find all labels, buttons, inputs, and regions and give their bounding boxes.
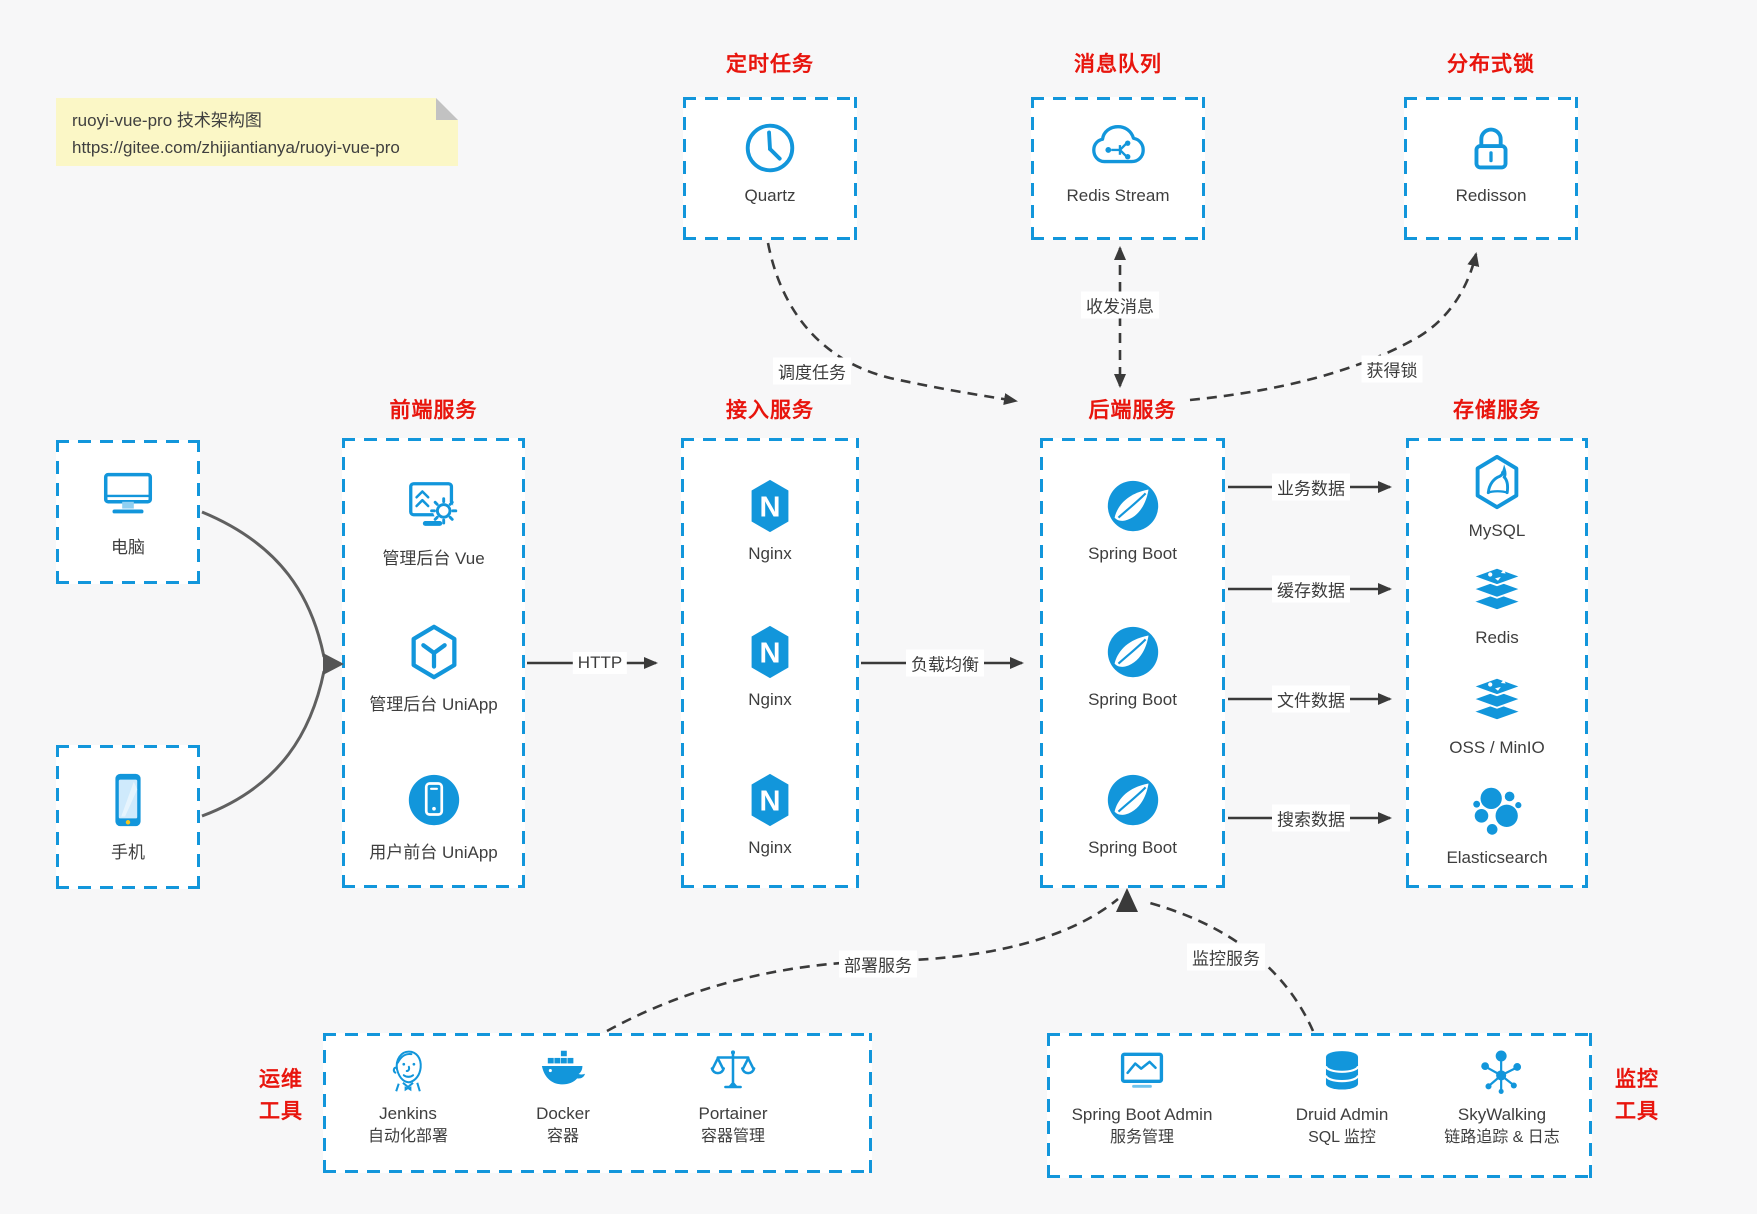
edge-label-search-data: 搜索数据 (1272, 804, 1350, 832)
box-backend-services: Spring Boot Spring Boot Spring Boot (1040, 438, 1225, 888)
quartz-label: Quartz (744, 186, 796, 205)
spring-boot-admin-sublabel: 服务管理 (1109, 1128, 1174, 1146)
edge-label-cache-data: 缓存数据 (1272, 575, 1350, 603)
spring-boot-icon (1102, 621, 1164, 683)
box-redis-stream: Redis Stream (1031, 97, 1205, 240)
spring-boot-admin-label: Spring Boot Admin (1071, 1105, 1213, 1124)
nginx-label-1: Nginx (748, 544, 792, 563)
edge-label-monitor: 监控服务 (1187, 943, 1265, 971)
backend-bottom-arrowhead (1116, 888, 1138, 912)
docker-whale-icon (536, 1044, 590, 1098)
nginx-icon (739, 769, 801, 831)
ops-tools-side-label: 运维 工具 (259, 1068, 303, 1123)
elasticsearch-icon (1466, 779, 1528, 841)
uniapp-cube-icon (403, 621, 465, 683)
nginx-icon (739, 475, 801, 537)
cloud-stream-icon (1087, 117, 1149, 179)
edge-label-schedule: 调度任务 (773, 357, 851, 385)
redis-stack-icon (1466, 669, 1528, 731)
clock-icon (739, 117, 801, 179)
sticky-note: ruoyi-vue-pro 技术架构图 https://gitee.com/zh… (56, 98, 458, 166)
edge-label-business-data: 业务数据 (1272, 473, 1350, 501)
smartphone-icon (97, 769, 159, 831)
edge-mobile-to-frontend (201, 670, 326, 818)
note-url: https://gitee.com/zhijiantianya/ruoyi-vu… (72, 138, 400, 158)
docker-label: Docker (536, 1104, 590, 1123)
spring-boot-icon (1102, 769, 1164, 831)
box-desktop-client: 电脑 (56, 440, 200, 584)
monitor-chart-icon (1115, 1045, 1169, 1099)
spring-boot-icon (1102, 475, 1164, 537)
skywalking-sublabel: 链路追踪 & 日志 (1444, 1128, 1560, 1146)
spring-boot-label-2: Spring Boot (1088, 690, 1177, 709)
nginx-label-3: Nginx (748, 838, 792, 857)
box-quartz: Quartz (683, 97, 857, 240)
docker-sublabel: 容器 (546, 1127, 579, 1145)
box-storage-services: MySQL Redis OSS / MinIO Elasticsearch (1406, 438, 1588, 888)
edge-label-http: HTTP (572, 652, 628, 674)
edge-label-deploy: 部署服务 (839, 950, 917, 978)
redis-label: Redis (1475, 628, 1519, 647)
spring-boot-label-1: Spring Boot (1088, 544, 1177, 563)
user-app-icon (403, 769, 465, 831)
jenkins-icon (381, 1044, 435, 1098)
druid-admin-sublabel: SQL 监控 (1308, 1128, 1376, 1146)
redis-stream-label: Redis Stream (1066, 186, 1170, 205)
oss-minio-label: OSS / MinIO (1449, 738, 1545, 757)
edge-label-file-data: 文件数据 (1272, 685, 1350, 713)
group-title-storage: 存储服务 (1453, 399, 1541, 422)
nginx-icon (739, 621, 801, 683)
redis-stack-icon (1466, 559, 1528, 621)
desktop-label: 电脑 (111, 538, 145, 557)
admin-vue-label: 管理后台 Vue (382, 549, 485, 568)
monitor-tools-side-label: 监控 工具 (1615, 1068, 1659, 1123)
note-title: ruoyi-vue-pro 技术架构图 (72, 111, 262, 130)
group-title-backend: 后端服务 (1088, 399, 1177, 422)
group-title-scheduled-jobs: 定时任务 (726, 53, 814, 76)
admin-uniapp-label: 管理后台 UniApp (369, 695, 498, 714)
group-title-message-queue: 消息队列 (1074, 53, 1162, 76)
box-redisson: Redisson (1404, 97, 1578, 240)
mysql-label: MySQL (1468, 521, 1526, 540)
edge-acquire-lock (1189, 252, 1480, 402)
elasticsearch-label: Elasticsearch (1446, 848, 1548, 867)
admin-vue-icon (403, 475, 465, 537)
nginx-label-2: Nginx (748, 690, 792, 709)
topology-icon (1475, 1045, 1529, 1099)
edge-desktop-to-frontend (201, 510, 326, 658)
box-frontend-services: 管理后台 Vue 管理后台 UniApp 用户前台 UniApp (342, 438, 525, 888)
lock-icon (1460, 117, 1522, 179)
box-ops-tools: Jenkins 自动化部署 Docker 容器 Portainer 容器管理 (323, 1033, 872, 1173)
user-uniapp-label: 用户前台 UniApp (369, 843, 498, 862)
skywalking-label: SkyWalking (1457, 1105, 1547, 1124)
box-mobile-client: 手机 (56, 745, 200, 889)
box-monitor-tools: Spring Boot Admin 服务管理 Druid Admin SQL 监… (1047, 1033, 1592, 1178)
edge-label-load-balance: 负载均衡 (906, 649, 984, 677)
spring-boot-label-3: Spring Boot (1088, 838, 1177, 857)
edge-label-messages: 收发消息 (1081, 291, 1159, 319)
jenkins-sublabel: 自动化部署 (367, 1127, 448, 1145)
group-title-distributed-lock: 分布式锁 (1447, 53, 1535, 76)
redisson-label: Redisson (1455, 186, 1527, 205)
edge-label-acquire-lock: 获得锁 (1361, 355, 1423, 383)
group-title-gateway: 接入服务 (726, 399, 814, 422)
scales-icon (706, 1044, 760, 1098)
clients-merge-arrowhead (323, 653, 344, 675)
mysql-icon (1466, 452, 1528, 514)
group-title-frontend: 前端服务 (389, 399, 478, 422)
desktop-icon (97, 464, 159, 526)
database-icon (1315, 1045, 1369, 1099)
portainer-sublabel: 容器管理 (700, 1127, 765, 1145)
box-gateway-services: Nginx Nginx Nginx (681, 438, 859, 888)
druid-admin-label: Druid Admin (1295, 1105, 1389, 1124)
jenkins-label: Jenkins (379, 1104, 437, 1123)
mobile-label: 手机 (111, 843, 145, 862)
portainer-label: Portainer (698, 1104, 768, 1123)
